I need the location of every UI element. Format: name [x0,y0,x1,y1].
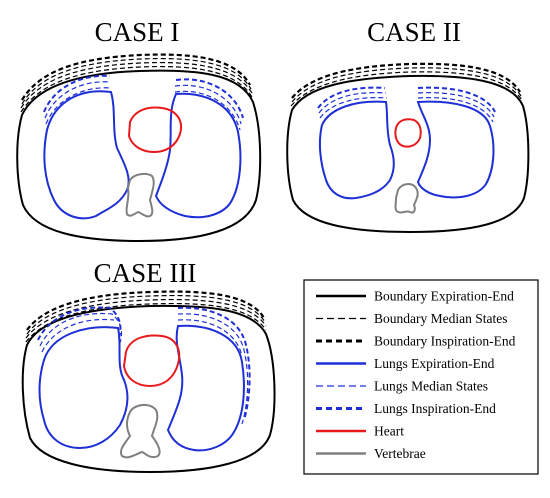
case-2-heart [394,118,422,148]
case-3-vertebrae [120,404,161,459]
legend-label-3: Lungs Expiration-End [374,356,495,371]
legend-label-4: Lungs Median States [374,379,488,394]
case-2-boundary-states [290,62,523,107]
case-1-heart [127,106,182,154]
case-1-boundary-expiration [16,69,262,243]
legend-label-6: Heart [374,424,404,439]
case-3-right-lung [166,324,245,452]
case-2-lung-states [317,86,496,123]
case-3-boundary-states [25,290,267,343]
legend-label-5: Lungs Inspiration-End [374,401,496,416]
case-1-boundary-states [20,53,253,113]
case-2-panel: CASE II [286,17,530,234]
case-2-left-lung [318,100,395,200]
legend-label-2: Boundary Inspiration-End [374,334,516,349]
case-3-left-lung [38,326,129,450]
case-1-panel: CASE I [16,17,262,243]
case-1-right-lung [154,92,242,219]
case-1-title: CASE I [95,17,180,47]
case-1-left-lung [43,90,130,220]
case-3-boundary-expiration [21,304,276,474]
legend-label-0: Boundary Expiration-End [374,289,514,304]
case-3-lung-states [37,306,251,425]
legend-label-7: Vertebrae [374,446,426,461]
case-2-vertebrae [394,183,419,214]
case-2-right-lung [416,100,495,199]
legend-label-1: Boundary Median States [374,311,507,326]
case-1-lung-states [43,74,244,131]
case-3-heart [122,334,181,388]
case-2-title: CASE II [367,17,461,47]
case-3-title: CASE III [94,258,197,288]
case-3-panel: CASE III [21,258,276,474]
legend-box [303,279,539,475]
case-1-vertebrae [125,172,155,218]
case-2-boundary-expiration [286,74,530,234]
